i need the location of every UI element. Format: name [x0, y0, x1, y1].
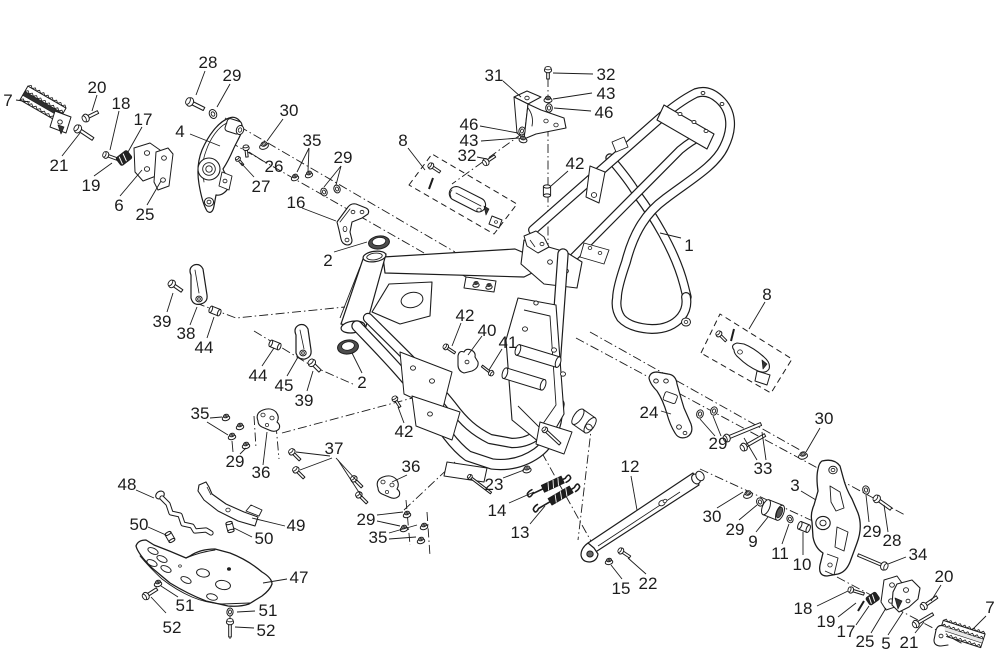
svg-text:17: 17 — [837, 622, 856, 641]
svg-text:30: 30 — [280, 101, 299, 120]
svg-text:32: 32 — [597, 65, 616, 84]
svg-text:11: 11 — [771, 544, 789, 563]
svg-text:20: 20 — [88, 78, 107, 97]
svg-text:45: 45 — [275, 376, 294, 395]
svg-text:39: 39 — [153, 312, 172, 331]
svg-text:29: 29 — [226, 452, 245, 471]
svg-text:51: 51 — [259, 601, 278, 620]
svg-text:8: 8 — [762, 285, 771, 304]
svg-text:10: 10 — [793, 555, 812, 574]
svg-text:46: 46 — [460, 115, 479, 134]
svg-text:31: 31 — [485, 66, 504, 85]
svg-text:35: 35 — [303, 131, 322, 150]
svg-text:50: 50 — [255, 529, 274, 548]
svg-text:30: 30 — [703, 507, 722, 526]
svg-text:7: 7 — [3, 91, 12, 110]
svg-text:39: 39 — [295, 391, 314, 410]
svg-text:3: 3 — [790, 476, 799, 495]
svg-text:29: 29 — [357, 510, 376, 529]
svg-text:29: 29 — [334, 148, 353, 167]
svg-text:24: 24 — [640, 403, 659, 422]
svg-text:43: 43 — [460, 131, 479, 150]
svg-text:32: 32 — [458, 146, 477, 165]
svg-text:25: 25 — [136, 205, 155, 224]
svg-text:19: 19 — [82, 176, 101, 195]
svg-text:22: 22 — [639, 574, 658, 593]
svg-text:44: 44 — [195, 338, 214, 357]
svg-text:21: 21 — [900, 633, 919, 652]
svg-text:26: 26 — [265, 157, 284, 176]
svg-text:46: 46 — [595, 103, 614, 122]
svg-text:29: 29 — [863, 522, 882, 541]
svg-text:28: 28 — [883, 531, 902, 550]
svg-text:42: 42 — [395, 422, 414, 441]
svg-text:51: 51 — [176, 596, 195, 615]
svg-text:44: 44 — [249, 366, 268, 385]
svg-text:14: 14 — [488, 501, 507, 520]
svg-text:13: 13 — [511, 523, 530, 542]
svg-text:36: 36 — [252, 463, 271, 482]
svg-text:52: 52 — [163, 618, 182, 637]
svg-text:17: 17 — [134, 110, 153, 129]
svg-text:8: 8 — [398, 131, 407, 150]
svg-text:2: 2 — [357, 373, 366, 392]
svg-text:28: 28 — [199, 53, 218, 72]
svg-text:1: 1 — [684, 236, 693, 255]
svg-text:4: 4 — [175, 122, 184, 141]
svg-text:18: 18 — [112, 94, 131, 113]
svg-text:21: 21 — [50, 156, 69, 175]
svg-text:40: 40 — [478, 321, 497, 340]
svg-text:37: 37 — [325, 439, 344, 458]
svg-text:35: 35 — [369, 528, 388, 547]
svg-text:15: 15 — [612, 579, 631, 598]
svg-text:29: 29 — [709, 434, 728, 453]
svg-text:42: 42 — [456, 306, 475, 325]
svg-text:29: 29 — [726, 520, 745, 539]
svg-text:43: 43 — [597, 84, 616, 103]
svg-text:33: 33 — [754, 459, 773, 478]
svg-text:5: 5 — [881, 634, 890, 653]
svg-text:18: 18 — [794, 599, 813, 618]
svg-text:7: 7 — [985, 598, 994, 617]
svg-text:16: 16 — [287, 193, 306, 212]
svg-text:35: 35 — [191, 404, 210, 423]
svg-text:49: 49 — [287, 516, 306, 535]
svg-text:27: 27 — [252, 177, 271, 196]
svg-text:19: 19 — [817, 612, 836, 631]
svg-text:29: 29 — [223, 66, 242, 85]
svg-text:52: 52 — [257, 621, 276, 640]
svg-text:34: 34 — [909, 545, 928, 564]
svg-text:36: 36 — [402, 457, 421, 476]
svg-text:38: 38 — [177, 324, 196, 343]
svg-text:9: 9 — [748, 532, 757, 551]
svg-text:30: 30 — [815, 409, 834, 428]
svg-text:2: 2 — [323, 251, 332, 270]
svg-text:12: 12 — [621, 457, 640, 476]
svg-text:6: 6 — [114, 196, 123, 215]
svg-text:50: 50 — [130, 515, 149, 534]
svg-text:47: 47 — [290, 568, 309, 587]
svg-text:25: 25 — [856, 632, 875, 651]
svg-text:48: 48 — [118, 475, 137, 494]
svg-text:41: 41 — [499, 333, 518, 352]
svg-text:23: 23 — [485, 475, 504, 494]
svg-text:20: 20 — [935, 567, 954, 586]
svg-text:42: 42 — [566, 154, 585, 173]
